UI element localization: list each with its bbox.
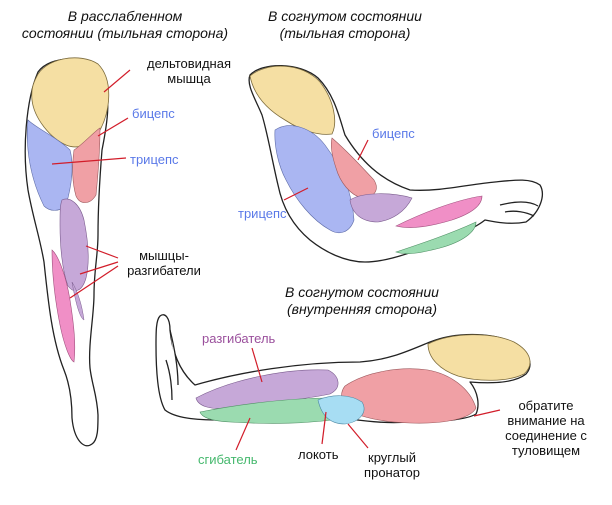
label-deltoid-line-1: дельтовидная [147, 56, 231, 71]
inner-deltoid-muscle [427, 334, 531, 381]
pointer-extensors-c [69, 265, 119, 299]
label-note-line-2: внимание на [507, 413, 585, 428]
title-bent-back-line-1: В согнутом состоянии [268, 8, 422, 24]
title-bent-inner-line-2: (внутренняя сторона) [286, 301, 438, 317]
label-pronator: круглый пронатор [352, 450, 432, 480]
bent-green-muscle [395, 221, 477, 254]
label-note-line-4: туловищем [511, 443, 581, 458]
pointer-pronator [347, 423, 369, 449]
pointer-biceps-2 [357, 139, 369, 161]
pointer-lines [51, 69, 501, 451]
pointer-extensors-b [79, 261, 119, 275]
bent-flexor-muscle [395, 195, 483, 228]
pointer-flexor [235, 417, 251, 451]
label-note-line-3: соединение с [505, 428, 587, 443]
label-triceps-2: трицепс [238, 206, 287, 221]
label-extensor: разгибатель [202, 331, 276, 346]
bent-deltoid-muscle [249, 65, 336, 135]
bent-back-arm-figure [248, 64, 543, 263]
label-pronator-line-2: пронатор [364, 465, 420, 480]
bent-inner-arm-figure [155, 314, 531, 425]
title-relaxed-line-2: состоянии (тыльная сторона) [21, 25, 229, 41]
label-extensors: мышцы- разгибатели [116, 248, 212, 278]
label-pronator-line-1: круглый [368, 450, 416, 465]
title-bent-back-line-2: (тыльная сторона) [279, 25, 411, 41]
title-bent-back: В согнутом состоянии (тыльная сторона) [255, 8, 435, 42]
bent-back-fingers [499, 201, 539, 217]
label-deltoid: дельтовидная мышца [134, 56, 244, 86]
title-relaxed-line-1: В расслабленном [67, 8, 183, 24]
relaxed-flexor-muscles [51, 249, 76, 363]
pointer-extensor [251, 347, 263, 383]
bent-extensor-muscle [349, 193, 413, 223]
relaxed-extensor-band [71, 281, 85, 321]
relaxed-triceps-muscle [26, 119, 73, 211]
relaxed-extensor-muscles [59, 198, 89, 291]
bent-triceps-muscle [274, 125, 355, 233]
title-bent-inner-line-1: В согнутом состоянии [285, 284, 439, 300]
label-triceps-1: трицепс [130, 152, 179, 167]
pointer-triceps-1 [51, 157, 127, 165]
pointer-triceps-2 [283, 187, 309, 201]
label-flexor: сгибатель [198, 452, 258, 467]
label-note-line-1: обратите [518, 398, 574, 413]
inner-pronator-muscle [317, 395, 365, 425]
pointer-note [473, 409, 501, 417]
title-relaxed: В расслабленном состоянии (тыльная сторо… [12, 8, 238, 42]
label-biceps-2: бицепс [372, 126, 415, 141]
label-elbow: локоть [298, 447, 339, 462]
relaxed-biceps-muscle [72, 127, 101, 203]
pointer-extensors-a [85, 245, 119, 259]
bent-inner-fingers [165, 329, 179, 401]
label-note: обратите внимание на соединение с тулови… [486, 398, 606, 458]
pointer-elbow [321, 411, 327, 445]
label-extensors-line-2: разгибатели [127, 263, 201, 278]
label-biceps-1: бицепс [132, 106, 175, 121]
label-deltoid-line-2: мышца [167, 71, 211, 86]
title-bent-inner: В согнутом состоянии (внутренняя сторона… [272, 284, 452, 318]
pointer-deltoid [103, 69, 131, 93]
pointer-biceps-1 [97, 117, 129, 137]
relaxed-arm-figure [24, 57, 110, 447]
label-extensors-line-1: мышцы- [139, 248, 189, 263]
